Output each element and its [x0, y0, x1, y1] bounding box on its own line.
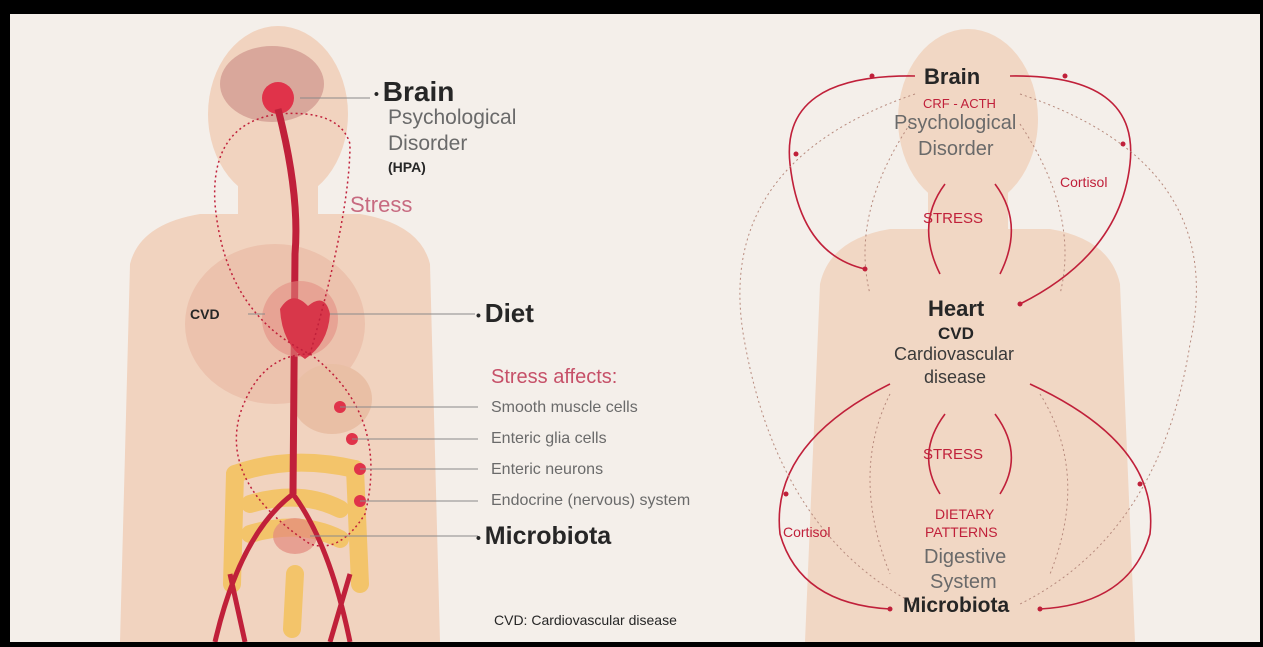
right-heart-label: Heart	[928, 296, 984, 322]
left-stomach	[292, 364, 372, 434]
right-dietary-line2: PATTERNS	[925, 524, 998, 540]
right-cortisol-top: Cortisol	[1060, 174, 1107, 190]
diagram-art	[10, 14, 1260, 642]
right-cardio-line1: Cardiovascular	[894, 344, 1014, 365]
right-psych-line1: Psychological	[894, 112, 1016, 135]
diagram-canvas: • Brain Psychological Disorder (HPA) Str…	[10, 14, 1260, 642]
stress-affects-item: Endocrine (nervous) system	[491, 492, 690, 510]
right-stress-bottom: STRESS	[923, 446, 983, 463]
left-brain-line2: Disorder	[388, 132, 467, 156]
left-stress-label: Stress	[350, 192, 412, 218]
right-dietary-line1: DIETARY	[935, 506, 994, 522]
left-brain-title: • Brain	[374, 76, 454, 108]
right-cortisol-bottom: Cortisol	[783, 524, 830, 540]
footnote: CVD: Cardiovascular disease	[494, 612, 677, 628]
right-crf-label: CRF - ACTH	[923, 96, 996, 111]
left-microbiota-label: • Microbiota	[476, 522, 611, 551]
right-brain-label: Brain	[924, 64, 980, 90]
stress-affects-item: Smooth muscle cells	[491, 399, 638, 417]
right-digestive-line1: Digestive	[924, 546, 1006, 569]
stress-affects-item: Enteric neurons	[491, 461, 603, 479]
right-cvd-label: CVD	[938, 324, 974, 344]
right-psych-line2: Disorder	[918, 138, 994, 161]
left-cvd-label: CVD	[190, 306, 220, 322]
right-digestive-line2: System	[930, 571, 997, 594]
left-brain-line1: Psychological	[388, 106, 516, 130]
stress-affects-item: Enteric glia cells	[491, 430, 607, 448]
left-diet-label: • Diet	[476, 298, 534, 329]
left-brain-line3: (HPA)	[388, 159, 426, 175]
right-cardio-line2: disease	[924, 367, 986, 388]
stress-affects-title: Stress affects:	[491, 366, 617, 389]
right-microbiota-label: Microbiota	[903, 594, 1009, 618]
right-stress-top: STRESS	[923, 210, 983, 227]
